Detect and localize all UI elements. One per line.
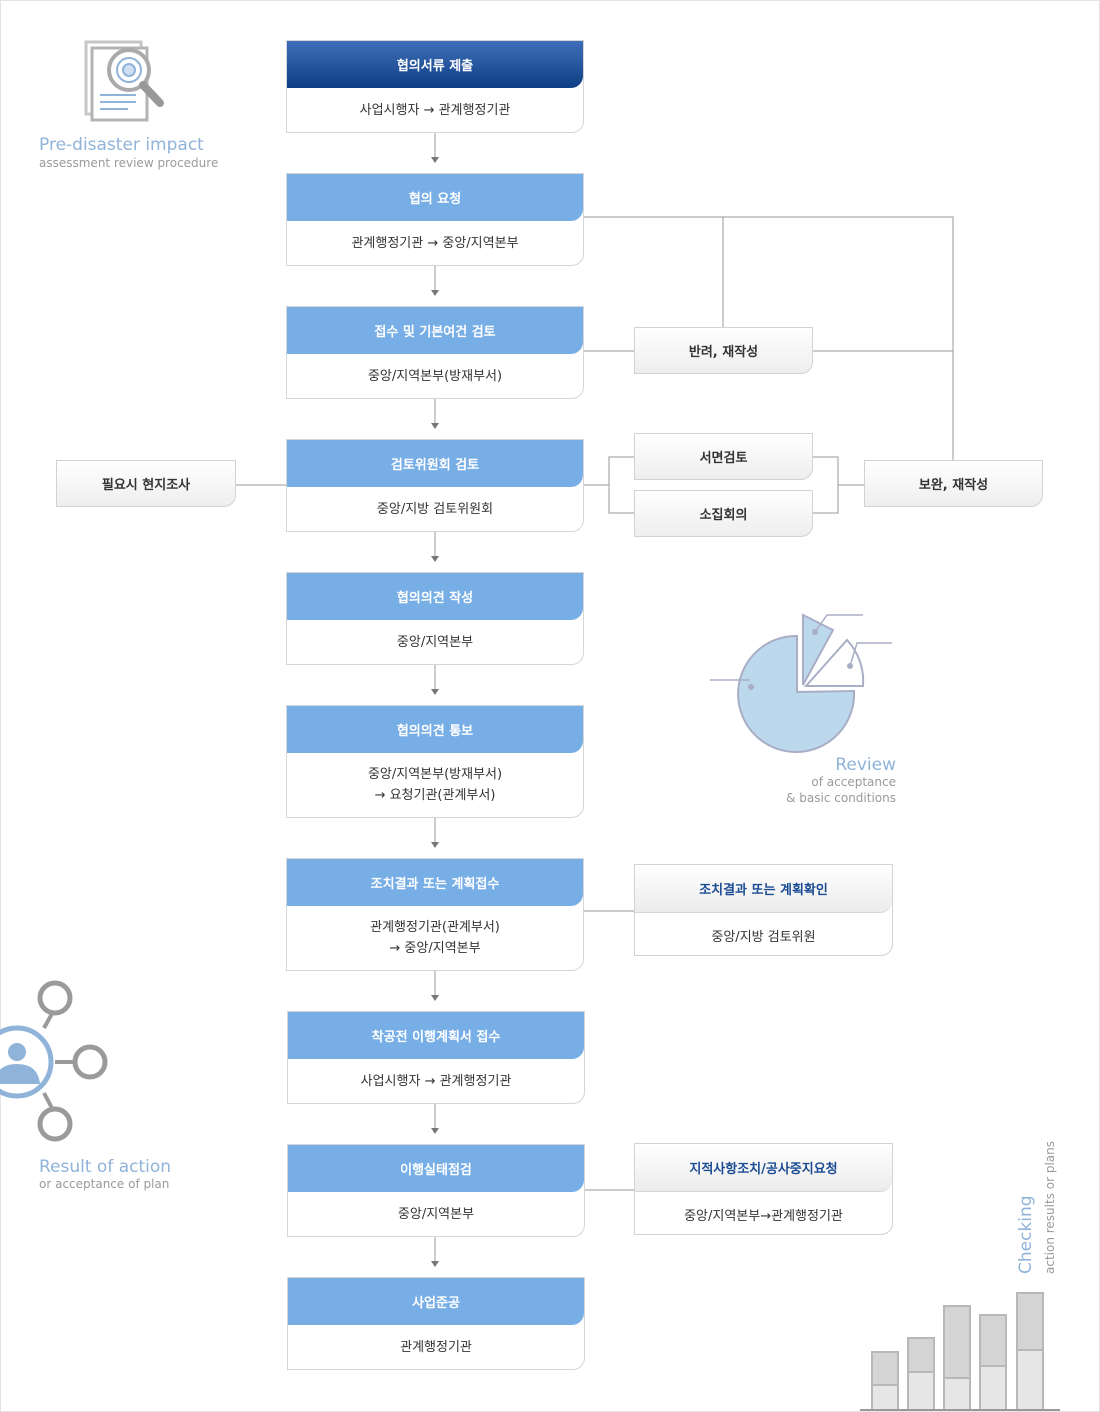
step-title: 검토위원회 검토 xyxy=(287,440,583,487)
step-committee-review: 검토위원회 검토 중앙/지방 검토위원회 xyxy=(286,439,584,532)
step-body-line: 관계행정기관 → 중앙/지역본부 xyxy=(351,235,519,251)
arrow-head xyxy=(431,995,439,1001)
step-body-line: 중앙/지역본부(방재부서) xyxy=(367,767,503,782)
field-survey-box: 필요시 현지조사 xyxy=(56,460,236,507)
arrow-head xyxy=(431,842,439,848)
step-title: 협의 요청 xyxy=(287,174,583,221)
bar-chart-icon xyxy=(860,1292,1060,1411)
step-pre-construction-plan: 착공전 이행계획서 접수 사업시행자 → 관계행정기관 xyxy=(287,1011,585,1104)
arrow-head xyxy=(431,1261,439,1267)
pre-disaster-subtitle: assessment review procedure xyxy=(39,156,219,170)
document-search-icon xyxy=(84,40,164,122)
review-title: Review xyxy=(835,755,896,775)
step-body-line: → 중앙/지역본부 xyxy=(389,941,481,956)
step-body-line: 사업시행자 → 관계행정기관 xyxy=(360,1073,512,1089)
step-action-result-intake: 조치결과 또는 계획접수 관계행정기관(관계부서) → 중앙/지역본부 xyxy=(286,858,584,971)
step-intake-review: 접수 및 기본여건 검토 중앙/지역본부(방재부서) xyxy=(286,306,584,399)
step-body-line: 사업시행자 → 관계행정기관 xyxy=(359,102,511,118)
checking-label: Checking xyxy=(1016,1195,1036,1274)
suspension-request-box: 지적사항조치/공사중지요청 중앙/지역본부→관계행정기관 xyxy=(634,1143,893,1235)
step-title: 협의서류 제출 xyxy=(287,41,583,88)
result-title: Result of action xyxy=(39,1157,172,1177)
step-consultation-request: 협의 요청 관계행정기관 → 중앙/지역본부 xyxy=(286,173,584,266)
step-project-completion: 사업준공 관계행정기관 xyxy=(287,1277,585,1370)
result-subtitle: or acceptance of plan xyxy=(39,1177,170,1191)
arrow-head xyxy=(431,423,439,429)
step-title: 착공전 이행계획서 접수 xyxy=(288,1012,584,1059)
check-body: 중앙/지역본부→관계행정기관 xyxy=(684,1208,843,1224)
supplement-rewrite-box: 보완, 재작성 xyxy=(864,460,1043,507)
arrow-head xyxy=(431,689,439,695)
step-body-line: → 요청기관(관계부서) xyxy=(374,788,496,803)
check-title: 조치결과 또는 계획확인 xyxy=(635,865,892,913)
step-body-line: 관계행정기관(관계부서) xyxy=(370,920,500,935)
written-review-box: 서면검토 xyxy=(634,433,813,480)
step-body-line: 관계행정기관 xyxy=(400,1339,472,1355)
step-body-line: 중앙/지역본부 xyxy=(397,1206,475,1222)
checking-title: Checking xyxy=(1016,1195,1036,1274)
arrow-head xyxy=(431,556,439,562)
reject-rewrite-box: 반려, 재작성 xyxy=(634,327,813,374)
step-body-line: 중앙/지역본부(방재부서) xyxy=(367,368,503,384)
step-title: 협의의견 통보 xyxy=(287,706,583,753)
person-network-icon xyxy=(0,980,108,1142)
step-title: 접수 및 기본여건 검토 xyxy=(287,307,583,354)
step-opinion-writing: 협의의견 작성 중앙/지역본부 xyxy=(286,572,584,665)
meeting-box: 소집회의 xyxy=(634,490,813,537)
step-body-line: 중앙/지역본부 xyxy=(396,634,474,650)
arrow-head xyxy=(431,157,439,163)
step-submit-documents: 협의서류 제출 사업시행자 → 관계행정기관 xyxy=(286,40,584,133)
step-title: 협의의견 작성 xyxy=(287,573,583,620)
review-subtitle-1: of acceptance xyxy=(811,775,896,789)
step-implementation-inspection: 이행실태점검 중앙/지역본부 xyxy=(287,1144,585,1237)
checking-sub-label: action results or plans xyxy=(1039,1141,1058,1274)
checking-subtitle: action results or plans xyxy=(1043,1140,1057,1274)
arrow-head xyxy=(431,290,439,296)
action-check-box: 조치결과 또는 계획확인 중앙/지방 검토위원 xyxy=(634,864,893,956)
check-body: 중앙/지방 검토위원 xyxy=(711,929,816,945)
step-body-line: 중앙/지방 검토위원회 xyxy=(376,501,494,517)
pre-disaster-title: Pre-disaster impact xyxy=(39,135,204,155)
step-title: 이행실태점검 xyxy=(288,1145,584,1192)
step-title: 사업준공 xyxy=(288,1278,584,1325)
step-title: 조치결과 또는 계획접수 xyxy=(287,859,583,906)
step-opinion-notice: 협의의견 통보 중앙/지역본부(방재부서) → 요청기관(관계부서) xyxy=(286,705,584,818)
pie-chart-icon xyxy=(710,613,892,753)
arrow-head xyxy=(431,1128,439,1134)
check-title: 지적사항조치/공사중지요청 xyxy=(635,1144,892,1192)
review-subtitle-2: & basic conditions xyxy=(786,791,896,805)
